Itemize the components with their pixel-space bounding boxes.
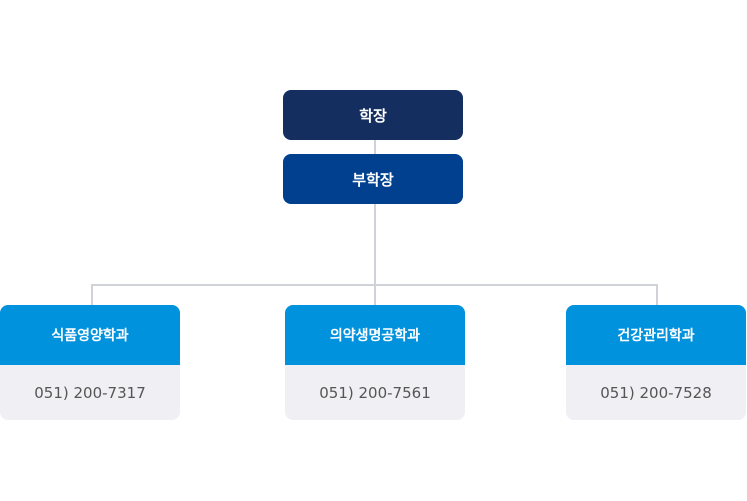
connector-right — [656, 284, 658, 305]
department-phone: 051) 200-7561 — [285, 365, 465, 420]
department-box: 건강관리학과 — [566, 305, 746, 365]
connector-vertical-main — [374, 140, 376, 305]
department-phone: 051) 200-7528 — [566, 365, 746, 420]
department-box: 의약생명공학과 — [285, 305, 465, 365]
connector-left — [91, 284, 93, 305]
department-box: 식품영양학과 — [0, 305, 180, 365]
vice-president-box: 부학장 — [283, 154, 463, 204]
department-phone: 051) 200-7317 — [0, 365, 180, 420]
connector-horizontal — [91, 284, 658, 286]
president-box: 학장 — [283, 90, 463, 140]
